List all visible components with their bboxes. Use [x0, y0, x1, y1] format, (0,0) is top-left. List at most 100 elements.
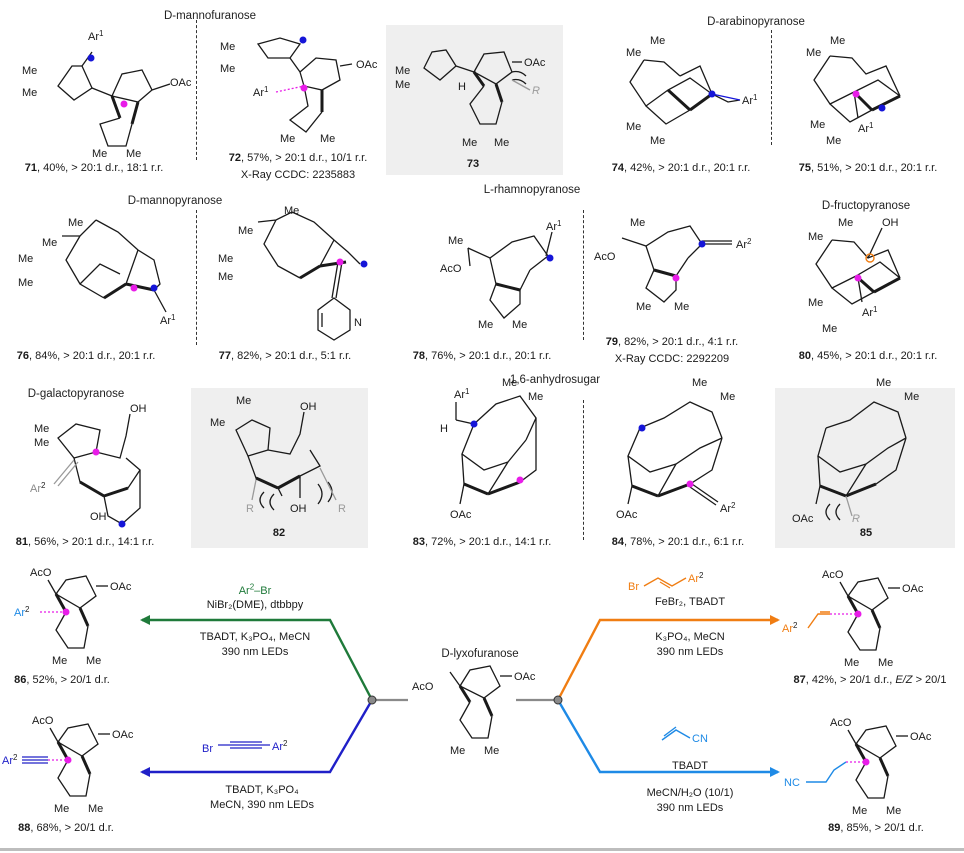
atom-aco-78: AcO	[440, 263, 462, 275]
structure-76	[62, 219, 167, 313]
caption-89: 89, 85%, > 20/1 d.r.	[828, 822, 924, 834]
reagent-alkynyl-bromide	[218, 741, 270, 749]
atom-me-75c: Me	[810, 119, 825, 131]
atom-ar-84: Ar2	[720, 501, 736, 515]
atom-br-alkyne: Br	[202, 743, 213, 755]
caption-85: 85	[859, 527, 873, 539]
conditions-alkylation: MeCN/H₂O (10/1)390 nm LEDs	[646, 787, 734, 814]
atom-r-82b: R	[338, 503, 346, 515]
section-title-mannofuranose: D-mannofuranose	[163, 10, 257, 22]
atom-ar-71: Ar1	[88, 29, 104, 43]
atom-me-74a: Me	[650, 35, 665, 47]
structure-79	[621, 225, 732, 303]
atom-me-81b: Me	[34, 437, 49, 449]
atom-me-76b: Me	[42, 237, 57, 249]
structure-80	[815, 227, 901, 305]
atom-me-77a: Me	[284, 205, 299, 217]
conditions-alkylation-top: TBADT	[671, 760, 709, 772]
atom-oac-87: OAc	[902, 583, 924, 595]
structure-73	[423, 49, 527, 125]
atom-ar-81: Ar2	[30, 481, 46, 495]
atom-oac-center: OAc	[514, 671, 536, 683]
separator-74-75	[771, 30, 772, 145]
atom-me-73a: Me	[395, 65, 410, 77]
atom-oac-84: OAc	[616, 509, 638, 521]
structure-lyxofuranose	[449, 665, 512, 739]
structure-81	[53, 413, 141, 528]
vinyl-87	[807, 611, 830, 629]
structure-88	[48, 723, 110, 797]
shade-box-82	[191, 388, 368, 548]
atom-cn-acrylonitrile: CN	[692, 733, 708, 745]
atom-me-80a: Me	[838, 217, 853, 229]
caption-72-xray: X-Ray CCDC: 2235883	[240, 169, 356, 181]
caption-75: 75, 51%, > 20:1 d.r., 20:1 r.r.	[798, 162, 938, 174]
separator-76-77	[196, 210, 197, 345]
atom-me-78c: Me	[512, 319, 527, 331]
atom-me-center-a: Me	[450, 745, 465, 757]
atom-me-87b: Me	[878, 657, 893, 669]
arrow-arylation	[140, 615, 374, 701]
caption-83: 83, 72%, > 20:1 d.r., 14:1 r.r.	[412, 536, 552, 548]
separator-83-84	[583, 400, 584, 540]
shade-box-85	[775, 388, 955, 548]
section-title-lyxofuranose: D-lyxofuranose	[441, 648, 519, 660]
caption-73: 73	[466, 158, 480, 170]
atom-me-82a: Me	[236, 395, 251, 407]
separator-78-79	[583, 210, 584, 340]
branch-node-left	[367, 695, 377, 705]
atom-me-83b: Me	[528, 391, 543, 403]
atom-me-85a: Me	[876, 377, 891, 389]
caption-84: 84, 78%, > 20:1 d.r., 6:1 r.r.	[611, 536, 745, 548]
atom-oac-83: OAc	[450, 509, 472, 521]
structure-85	[815, 401, 907, 521]
caption-86: 86, 52%, > 20/1 d.r.	[14, 674, 110, 686]
atom-oac-88: OAc	[112, 729, 134, 741]
atom-ar-87: Ar2	[782, 621, 798, 635]
atom-me-73c: Me	[462, 137, 477, 149]
atom-me-72d: Me	[320, 133, 335, 145]
arrow-vinylation	[556, 615, 780, 701]
atom-oac-73: OAc	[524, 57, 546, 69]
caption-72: 72, 57%, > 20:1 d.r., 10/1 r.r.	[228, 152, 368, 164]
caption-79: 79, 82%, > 20:1 d.r., 4:1 r.r.	[605, 336, 739, 348]
atom-me-87a: Me	[844, 657, 859, 669]
structure-74	[629, 59, 741, 125]
atom-me-79c: Me	[674, 301, 689, 313]
atom-me-74d: Me	[650, 135, 665, 147]
atom-me-85b: Me	[904, 391, 919, 403]
branch-node-right	[553, 695, 563, 705]
atom-ar-88: Ar2	[2, 753, 18, 767]
arrow-alkylation	[556, 699, 780, 777]
atom-ar-83: Ar1	[454, 387, 470, 401]
atom-ar-78: Ar1	[546, 219, 562, 233]
atom-oh-82b: OH	[290, 503, 307, 515]
structure-72	[256, 36, 353, 133]
atom-ar-75: Ar1	[858, 121, 874, 135]
atom-oac-71: OAc	[170, 77, 192, 89]
atom-oac-85: OAc	[792, 513, 814, 525]
atom-me-71b: Me	[22, 87, 37, 99]
atom-ar-72: Ar1	[253, 85, 269, 99]
structure-82	[235, 411, 337, 511]
atom-me-74b: Me	[626, 47, 641, 59]
atom-oac-89: OAc	[910, 731, 932, 743]
atom-ar-vinyl: Ar2	[688, 571, 704, 585]
atom-me-77d: Me	[218, 271, 233, 283]
atom-oh-80: OH	[882, 217, 899, 229]
atom-me-center-b: Me	[484, 745, 499, 757]
atom-me-74c: Me	[626, 121, 641, 133]
atom-ar-74: Ar1	[742, 93, 758, 107]
atom-me-86a: Me	[52, 655, 67, 667]
caption-81: 81, 56%, > 20:1 d.r., 14:1 r.r.	[15, 536, 155, 548]
atom-oac-86: OAc	[110, 581, 132, 593]
structure-86	[40, 575, 108, 649]
atom-me-83a: Me	[502, 377, 517, 389]
reagent-aryl-bromide: Ar2–Br	[238, 582, 272, 597]
r-bond-73	[511, 79, 531, 91]
atom-me-71d: Me	[126, 148, 141, 160]
section-title-mannopyranose: D-mannopyranose	[127, 195, 223, 207]
